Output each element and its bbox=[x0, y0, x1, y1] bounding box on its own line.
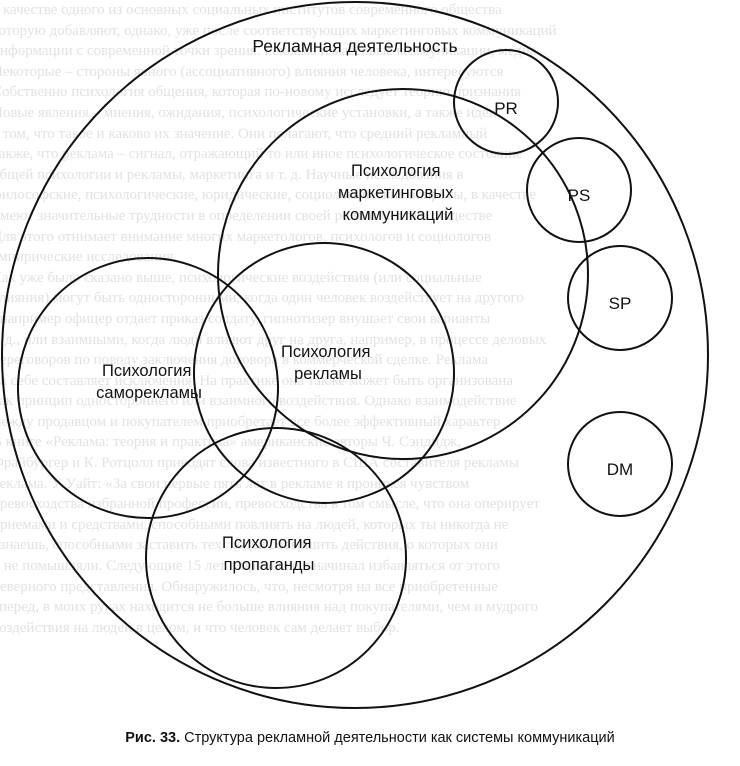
figure-number: Рис. 33. bbox=[125, 730, 181, 746]
label-propaganda-psychology: Психология пропаганды bbox=[222, 534, 316, 574]
circle-propaganda-psychology bbox=[145, 427, 407, 689]
label-advertising-line-1: Психология bbox=[281, 343, 370, 361]
label-advertising-activity: Рекламная деятельность bbox=[252, 36, 457, 56]
circle-advertising-psychology bbox=[193, 242, 455, 504]
label-pr: PR bbox=[494, 99, 518, 118]
label-dm: DM bbox=[607, 460, 633, 479]
figure-caption: Рис. 33. Структура рекламной деятельност… bbox=[0, 730, 740, 746]
label-propaganda-line-2: пропаганды bbox=[224, 556, 315, 574]
label-sp: SP bbox=[609, 294, 632, 313]
label-ps: PS bbox=[568, 186, 591, 205]
circle-marketing-communications bbox=[217, 88, 589, 460]
circle-advertising-activity bbox=[1, 1, 709, 709]
circle-pr bbox=[453, 49, 559, 155]
advertising-structure-diagram: Рекламная деятельность Психология маркет… bbox=[1, 1, 709, 709]
faded-background-text: в качестве одного из основных социальных… bbox=[0, 2, 557, 636]
label-selfpromotion-line-1: Психология bbox=[102, 362, 191, 380]
label-marketing-communications: Психология маркетинговых коммуникаций bbox=[338, 162, 458, 224]
figure-caption-text: Структура рекламной деятельности как сис… bbox=[184, 730, 615, 746]
label-marketing-line-2: маркетинговых bbox=[338, 184, 454, 202]
label-marketing-line-3: коммуникаций bbox=[343, 206, 454, 224]
label-advertising-psychology: Психология рекламы bbox=[281, 343, 375, 383]
label-propaganda-line-1: Психология bbox=[222, 534, 311, 552]
circle-sp bbox=[567, 245, 673, 351]
label-selfpromotion-line-2: саморекламы bbox=[96, 384, 202, 402]
label-advertising-line-2: рекламы bbox=[294, 365, 362, 383]
circle-ps bbox=[526, 137, 632, 243]
circle-selfpromotion-psychology bbox=[17, 257, 279, 519]
label-marketing-line-1: Психология bbox=[351, 162, 440, 180]
label-selfpromotion-psychology: Психология саморекламы bbox=[96, 362, 202, 402]
circle-dm bbox=[567, 411, 673, 517]
